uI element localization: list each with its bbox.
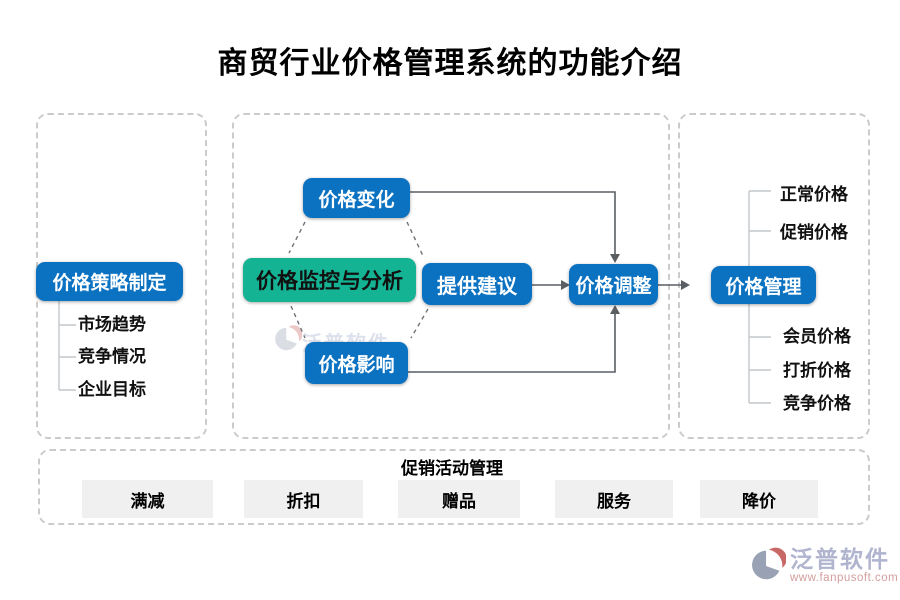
tree-item-competitor-price: 竞争价格 [783, 394, 851, 413]
line-impact-to-adjust [408, 314, 616, 373]
panel-promotion [38, 449, 870, 525]
promotion-panel-title: 促销活动管理 [401, 459, 503, 478]
fanpu-logo-icon [748, 546, 787, 589]
tree-item-discount-price: 打折价格 [783, 361, 851, 380]
tree-item-competition: 竞争情况 [78, 347, 146, 366]
panel-price-monitor [232, 113, 670, 439]
watermark-url-text: www.fanpusoft.com [790, 572, 899, 584]
watermark-brand-text: 泛普软件 [790, 546, 890, 572]
dash-change-suggest [406, 221, 425, 259]
arrowhead-up [610, 305, 620, 314]
dash-suggest-impact [410, 308, 429, 339]
node-price-change: 价格变化 [303, 178, 410, 218]
node-price-adjust: 价格调整 [569, 264, 658, 305]
watermark-bottom-right: 泛普软件 www.fanpusoft.com [748, 546, 898, 589]
node-price-impact: 价格影响 [305, 342, 408, 384]
line-change-to-adjust [410, 191, 616, 254]
node-price-monitor: 价格监控与分析 [243, 258, 416, 302]
dash-change-monitor [288, 221, 306, 254]
tree-item-normal-price: 正常价格 [780, 185, 848, 204]
dash-monitor-impact [290, 305, 306, 339]
node-price-management: 价格管理 [711, 266, 816, 304]
tree-item-member-price: 会员价格 [783, 327, 851, 346]
arrowhead-down [610, 254, 620, 263]
fanpu-logo-icon [272, 324, 303, 359]
node-price-strategy: 价格策略制定 [36, 262, 183, 301]
chip-gift: 赠品 [398, 480, 520, 518]
chip-discount: 折扣 [244, 480, 363, 518]
page-title: 商贸行业价格管理系统的功能介绍 [217, 47, 683, 80]
chip-service: 服务 [555, 480, 673, 518]
panel-price-management [678, 113, 870, 439]
chip-price-cut: 降价 [700, 480, 818, 518]
tree-item-company-goal: 企业目标 [78, 380, 146, 399]
tree-item-promo-price: 促销价格 [780, 223, 848, 242]
tree-item-market-trend: 市场趋势 [78, 315, 146, 334]
node-provide-suggestion: 提供建议 [422, 263, 532, 305]
arrowhead-right-suggest [561, 280, 570, 290]
chip-full-reduction: 满减 [82, 480, 213, 518]
arrowhead-right-adjust [681, 280, 690, 290]
